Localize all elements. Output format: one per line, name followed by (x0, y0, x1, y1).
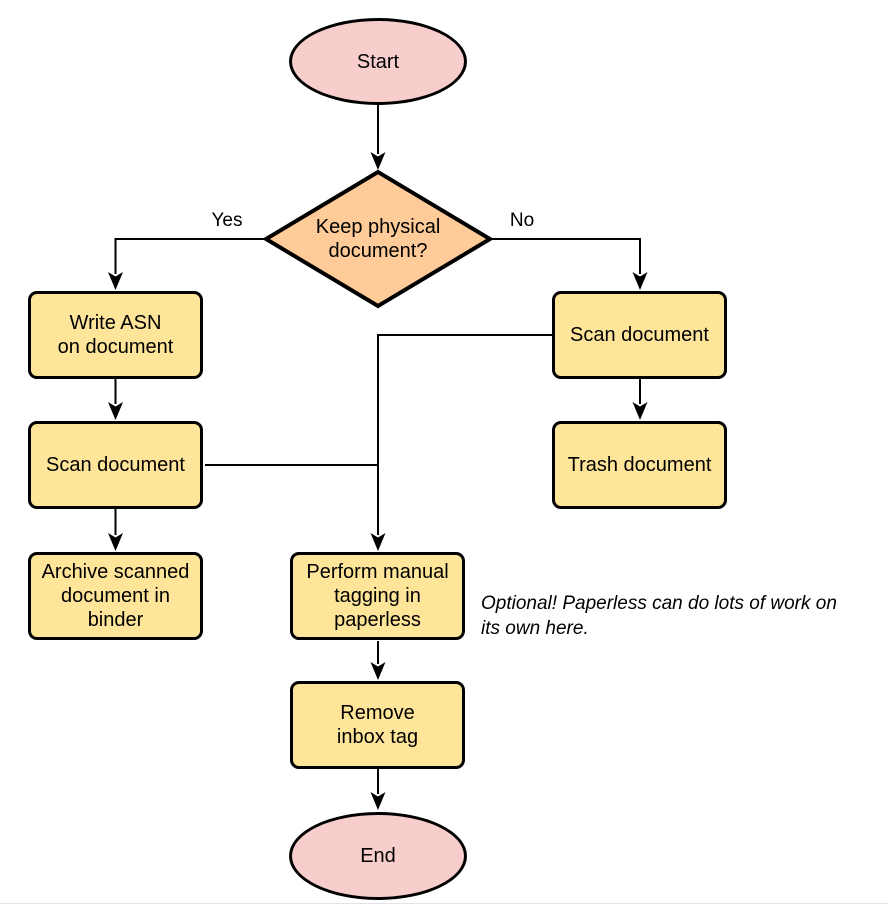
node-end: End (289, 812, 467, 900)
diamond-shape (263, 169, 493, 309)
arrowhead (370, 792, 386, 810)
node-write-asn-label: Write ASN on document (57, 312, 174, 358)
edge-decision-writeasn (114, 238, 264, 274)
node-write-asn: Write ASN on document (28, 291, 203, 379)
annotation-optional-note: Optional! Paperless can do lots of work … (481, 593, 837, 640)
node-archive-binder-label: Archive scanned document in binder (41, 561, 190, 631)
edge-label-no: No (509, 210, 535, 231)
arrowhead (370, 533, 386, 551)
node-start: Start (289, 18, 467, 105)
node-manual-tagging-label: Perform manual tagging in paperless (306, 561, 449, 631)
arrowhead (632, 402, 648, 420)
node-decision: Keep physical document? (263, 169, 493, 309)
arrowhead (632, 272, 648, 290)
edge-label-yes: Yes (211, 210, 243, 231)
node-decision-label: Keep physical document? (315, 216, 441, 262)
node-manual-tagging: Perform manual tagging in paperless (290, 552, 465, 640)
arrowhead (370, 152, 386, 170)
node-archive-binder: Archive scanned document in binder (28, 552, 203, 640)
node-scan-document-left: Scan document (28, 421, 203, 509)
node-remove-inbox-tag-label: Remove inbox tag (336, 702, 419, 748)
node-scan-document-left-label: Scan document (46, 454, 185, 476)
edge-decision-scanright (492, 238, 641, 274)
node-end-label: End (360, 845, 396, 867)
edge-scanright-tagging (377, 334, 552, 535)
arrowhead (370, 662, 386, 680)
arrowhead (108, 272, 123, 290)
node-start-label: Start (356, 50, 400, 73)
node-trash-document: Trash document (552, 421, 727, 509)
node-scan-document-right-label: Scan document (570, 324, 709, 346)
arrowhead (108, 533, 123, 551)
node-scan-document-right: Scan document (552, 291, 727, 379)
node-remove-inbox-tag: Remove inbox tag (290, 681, 465, 769)
page-bottom-border (0, 903, 888, 904)
arrowhead (108, 402, 123, 420)
node-trash-document-label: Trash document (567, 454, 712, 476)
